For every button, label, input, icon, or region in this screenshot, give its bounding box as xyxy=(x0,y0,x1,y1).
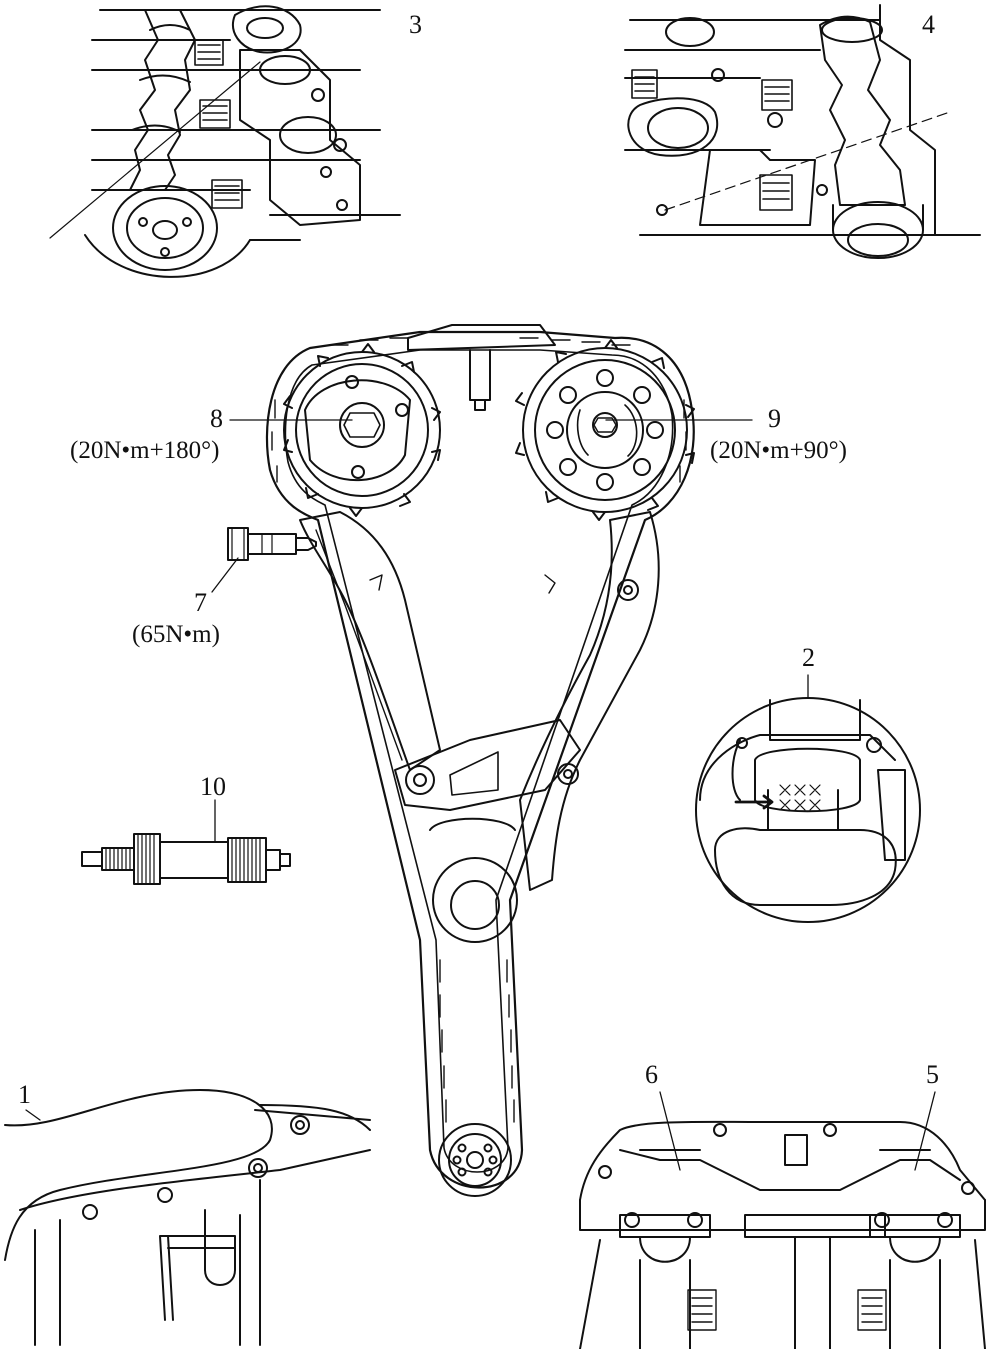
panel-5-6-detail xyxy=(579,1091,986,1349)
tensioner-bolt xyxy=(227,527,317,561)
panel-2-detail xyxy=(695,674,921,923)
label-8: 8 xyxy=(210,404,223,433)
timing-chain-assembly xyxy=(211,324,753,1197)
tensioner-rail xyxy=(299,511,441,771)
sprocket-right xyxy=(515,339,695,521)
tensioner-lever xyxy=(394,719,581,811)
label-6: 6 xyxy=(645,1060,658,1089)
label-3: 3 xyxy=(409,10,422,39)
intermediate-sprocket xyxy=(429,817,518,943)
crankshaft-sprocket xyxy=(438,1123,512,1197)
sprocket-left xyxy=(283,343,441,517)
panel-1-detail xyxy=(4,1089,371,1346)
label-10: 10 xyxy=(200,772,226,801)
label-7: 7 xyxy=(194,588,207,617)
panel-3-intake-camshaft xyxy=(49,5,401,278)
label-9: 9 xyxy=(768,404,781,433)
torque-8: (20N•m+180°) xyxy=(70,437,220,464)
panel-10-tool xyxy=(81,799,291,885)
chain-links xyxy=(271,337,687,1123)
panel-4-exhaust-camshaft xyxy=(624,4,981,259)
torque-7: (65N•m) xyxy=(132,621,220,648)
label-1: 1 xyxy=(18,1080,31,1109)
label-5: 5 xyxy=(926,1060,939,1089)
label-4: 4 xyxy=(922,10,935,39)
label-2: 2 xyxy=(802,643,815,672)
guide-rail xyxy=(519,511,660,891)
torque-9: (20N•m+90°) xyxy=(710,437,847,464)
